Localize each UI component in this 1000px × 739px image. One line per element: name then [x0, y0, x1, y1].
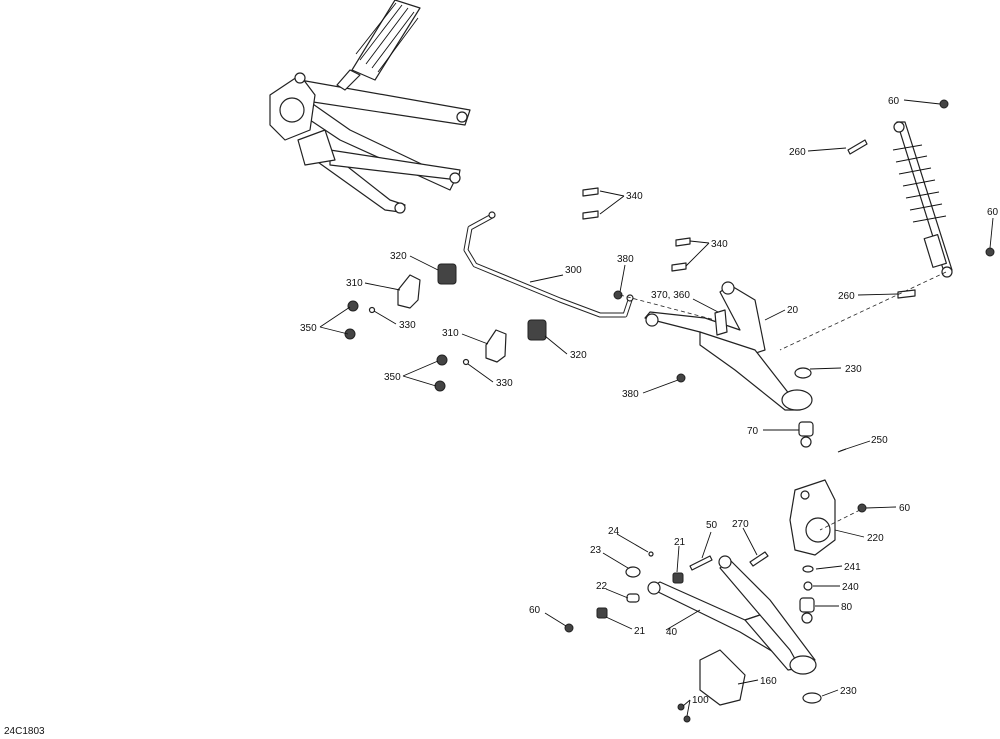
- callout-340-b: 340: [711, 239, 728, 250]
- callout-21-bottom: 21: [634, 626, 646, 637]
- nut-60-right: [985, 247, 995, 257]
- callout-250: 250: [871, 435, 888, 446]
- callout-260-top: 260: [789, 147, 806, 158]
- callout-80: 80: [841, 602, 853, 613]
- callout-350-left: 350: [300, 323, 317, 334]
- callout-240: 240: [842, 582, 859, 593]
- nut-60-bottom: [564, 623, 574, 633]
- sway-bar: [463, 211, 634, 318]
- nuts-350-left: [344, 300, 359, 340]
- callout-370-360: 370, 360: [651, 290, 690, 301]
- knuckle: [789, 479, 836, 556]
- bracket-310-mid: [485, 329, 507, 363]
- callout-310-left: 310: [346, 278, 363, 289]
- callout-230-bottom: 230: [840, 686, 857, 697]
- nut-60-top: [939, 99, 949, 109]
- callout-241: 241: [844, 562, 861, 573]
- callout-60-right: 60: [987, 207, 999, 218]
- callout-330-left: 330: [399, 320, 416, 331]
- ring-230-bottom: [802, 692, 822, 704]
- callout-260-mid: 260: [838, 291, 855, 302]
- lower-a-arm: [647, 555, 817, 675]
- nuts-350-mid: [434, 354, 448, 392]
- bolt-260-top: [847, 139, 868, 155]
- callout-labels: 60 260 340 60 340 320 300 380 310 370, 3…: [300, 96, 999, 706]
- callout-230-top: 230: [845, 364, 862, 375]
- bushing-320-left: [437, 263, 457, 285]
- callout-380-bottom: 380: [622, 389, 639, 400]
- diagram-reference-code: 24C1803: [4, 726, 45, 737]
- pin-24: [648, 551, 654, 557]
- callout-350-mid: 350: [384, 372, 401, 383]
- nut-240: [803, 581, 813, 591]
- bushing-320-mid: [527, 319, 547, 341]
- guard-plate: [699, 649, 746, 706]
- shock-absorber: [892, 121, 953, 278]
- callout-220: 220: [867, 533, 884, 544]
- nut-380-top: [613, 290, 623, 300]
- callout-20: 20: [787, 305, 799, 316]
- shock-spring-overview: [336, 0, 421, 91]
- screw-100-a: [677, 703, 685, 711]
- upper-a-arm: [644, 281, 813, 411]
- nut-380-bottom: [676, 373, 686, 383]
- callout-310-mid: 310: [442, 328, 459, 339]
- callout-330-mid: 330: [496, 378, 513, 389]
- callout-24: 24: [608, 526, 620, 537]
- callout-40: 40: [666, 627, 678, 638]
- bolt-270: [749, 551, 769, 567]
- bolts-330: [368, 306, 470, 366]
- callout-340-a: 340: [626, 191, 643, 202]
- callout-22: 22: [596, 581, 608, 592]
- screw-100-b: [683, 715, 691, 723]
- ball-joint-70: [798, 421, 814, 448]
- callout-23: 23: [590, 545, 602, 556]
- assembly-lines: [619, 271, 947, 531]
- callout-70: 70: [747, 426, 759, 437]
- washer-23: [625, 566, 641, 578]
- callout-50: 50: [706, 520, 718, 531]
- callout-270: 270: [732, 519, 749, 530]
- leader-lines: [319, 99, 994, 717]
- sleeve-22: [626, 593, 640, 603]
- bolt-260-mid: [897, 289, 916, 299]
- callout-320-left: 320: [390, 251, 407, 262]
- ball-joint-80: [799, 597, 815, 624]
- callout-60-mid: 60: [899, 503, 911, 514]
- callout-100: 100: [692, 695, 709, 706]
- bolts-340: [582, 187, 691, 272]
- callout-380-top: 380: [617, 254, 634, 265]
- callout-320-mid: 320: [570, 350, 587, 361]
- ring-230-top: [794, 367, 812, 379]
- bolt-50: [689, 555, 713, 571]
- callout-60-bottom: 60: [529, 605, 541, 616]
- callout-160: 160: [760, 676, 777, 687]
- bushing-21-top: [672, 572, 684, 584]
- bracket-310-left: [397, 274, 421, 309]
- assembled-suspension-overview: [269, 0, 471, 214]
- callout-60-top: 60: [888, 96, 900, 107]
- callout-21-top: 21: [674, 537, 686, 548]
- callout-300: 300: [565, 265, 582, 276]
- bushing-21-bottom: [596, 607, 608, 619]
- washer-241: [802, 565, 814, 573]
